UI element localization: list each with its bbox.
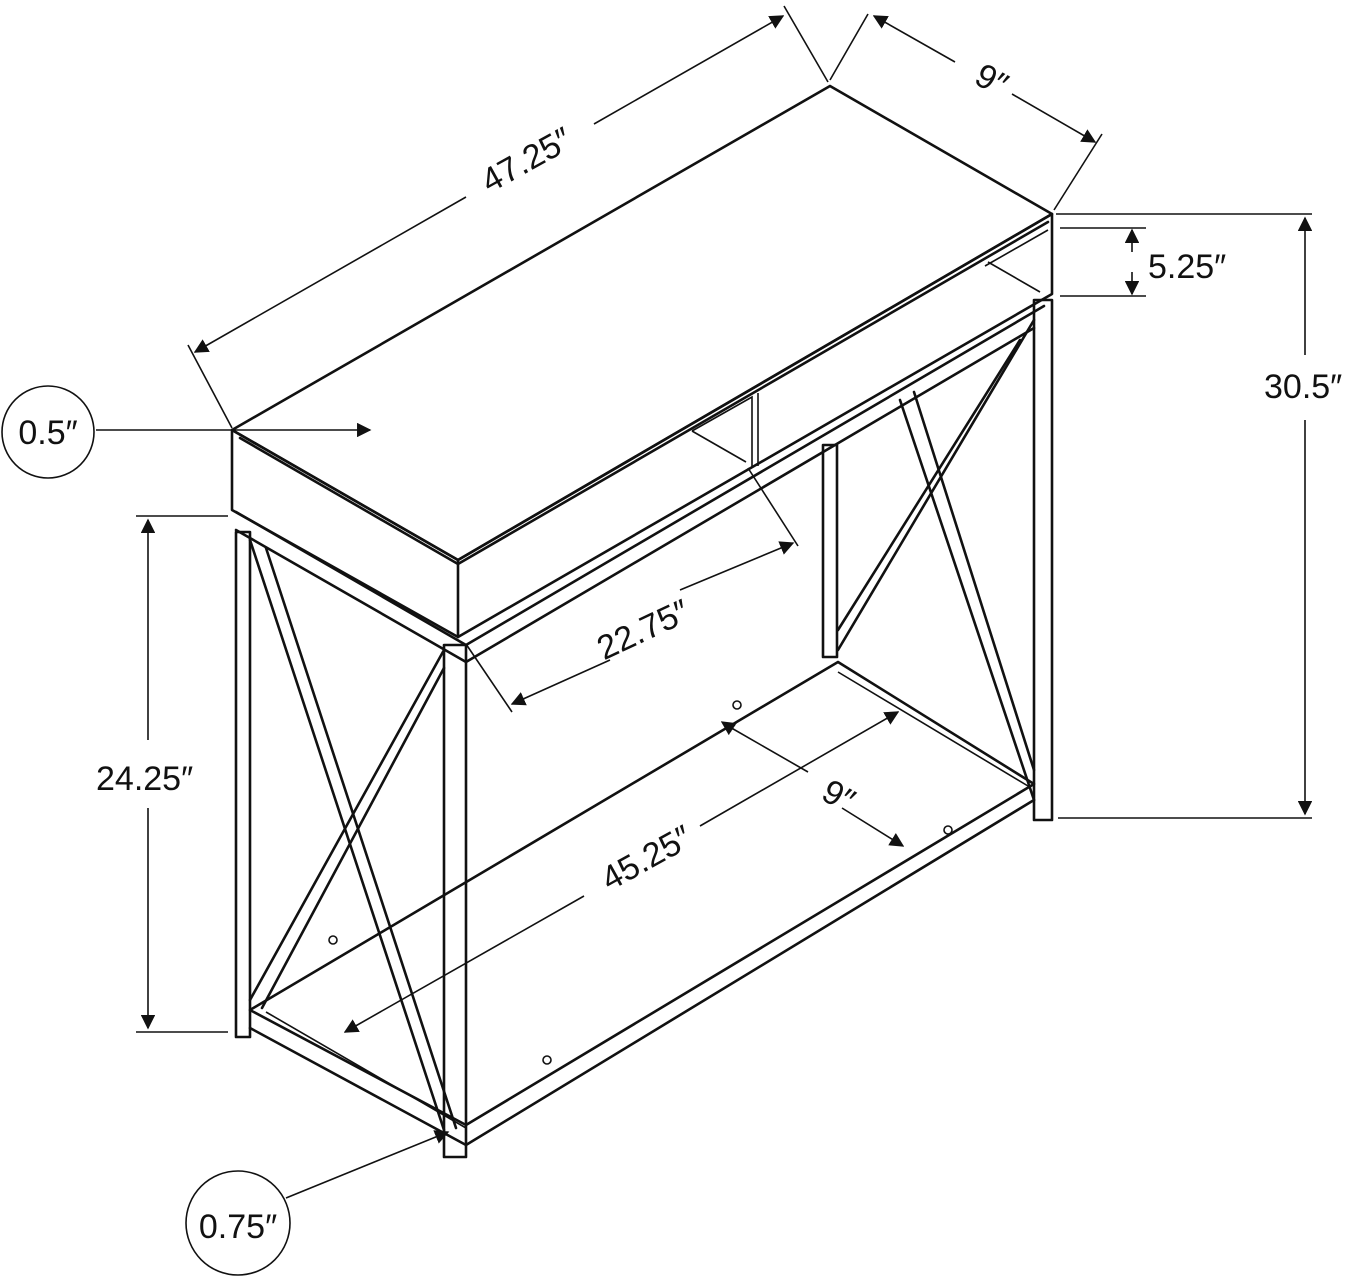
label-opening-width: 22.75″ [591,592,695,667]
label-leg-thickness: 0.75″ [199,1208,277,1246]
dimension-shelf-depth: 9″ [720,721,905,847]
label-shelf-depth: 9″ [816,772,861,820]
label-top-thickness: 0.5″ [18,414,77,452]
dimension-top-thickness: 0.5″ [1,385,372,479]
dimension-drawer-height: 5.25″ [1060,227,1226,297]
dimension-total-height: 30.5″ [1056,213,1342,819]
dimension-depth-top: 9″ [829,13,1103,211]
label-width-top: 47.25″ [475,120,578,200]
label-depth-top: 9″ [969,56,1014,104]
label-lower-height: 24.25″ [96,760,193,798]
dimension-opening-width: 22.75″ [465,467,799,713]
label-total-height: 30.5″ [1264,368,1342,406]
dimension-lower-height: 24.25″ [96,515,228,1033]
dimension-width-top: 47.25″ [187,5,829,429]
dimension-shelf-width: 45.25″ [343,711,900,1033]
metal-frame [234,298,1054,1159]
dimension-leg-thickness: 0.75″ [185,1130,450,1276]
table-top [230,84,1054,639]
label-drawer-height: 5.25″ [1148,248,1226,286]
label-shelf-width: 45.25″ [595,818,698,898]
